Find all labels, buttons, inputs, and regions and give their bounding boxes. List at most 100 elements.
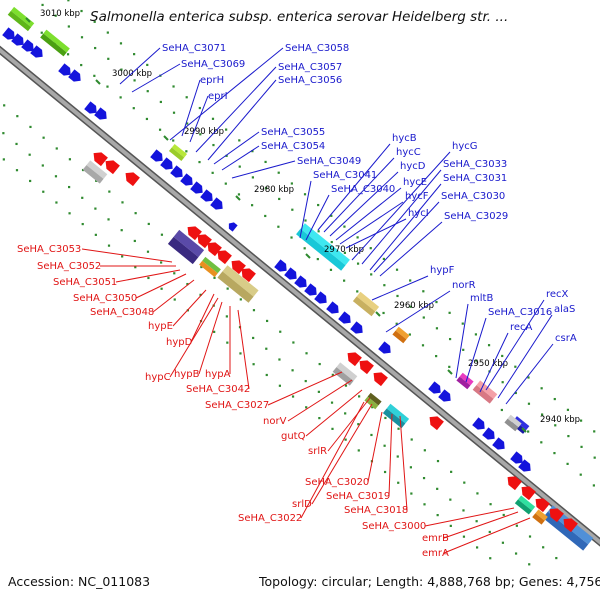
plus-gene-arrow (150, 149, 163, 162)
minus-gene-arrow (549, 508, 564, 523)
guide-dot (15, 169, 19, 172)
plus-gene-arrow (284, 267, 297, 280)
gene-box-top (507, 414, 522, 428)
guide-dot (278, 197, 281, 201)
gene-box-tan (217, 265, 259, 303)
guide-dot (489, 503, 492, 506)
minus-gene-leader (443, 517, 531, 554)
guide-dot (449, 498, 452, 501)
guide-dot (344, 438, 347, 441)
guide-dot (134, 266, 137, 269)
gene-box-top (367, 392, 382, 406)
guide-dot (225, 128, 228, 131)
plus-gene-leader (131, 63, 181, 93)
minus-gene-arrow (231, 260, 246, 275)
guide-dot (502, 513, 505, 517)
minus-gene-label: SeHA_C3018 (344, 505, 408, 516)
guide-dot (291, 369, 294, 372)
guide-dot (239, 298, 242, 301)
guide-dot (344, 412, 347, 415)
plus-gene-leader (339, 201, 404, 245)
guide-dot (317, 390, 320, 393)
minus-gene-label: norV (263, 416, 287, 427)
guide-dot (343, 251, 347, 254)
guide-dot (120, 229, 123, 232)
plus-gene-leader (485, 299, 545, 391)
guide-dot (476, 492, 479, 495)
plus-gene-label: SeHA_C3056 (278, 75, 342, 86)
gene-box-bottom (392, 330, 407, 344)
guide-dot (121, 255, 124, 258)
guide-dot (211, 117, 215, 120)
guide-dot (303, 247, 306, 250)
plus-gene-leader (195, 66, 277, 153)
guide-dot (186, 282, 189, 286)
gene-box-top (356, 291, 380, 312)
plus-gene-leader (371, 275, 429, 301)
guide-dot (396, 455, 399, 458)
guide-dot (580, 445, 583, 448)
plus-gene-label: recX (546, 289, 569, 300)
guide-dot (66, 53, 70, 56)
guide-dot (330, 240, 333, 244)
minus-gene-label: SeHA_C3020 (305, 477, 369, 488)
guide-dot (146, 90, 149, 93)
minus-gene-label: SeHA_C3000 (362, 521, 426, 532)
plus-gene-label: recA (510, 322, 533, 333)
guide-dot (147, 276, 150, 280)
guide-dot (422, 290, 425, 293)
guide-dot (304, 379, 307, 383)
gene-box-magenta (456, 372, 474, 390)
guide-dot (67, 0, 70, 2)
guide-dot (395, 268, 399, 271)
guide-dot (474, 333, 478, 336)
plus-gene-leader (455, 303, 469, 379)
minus-gene-leader (367, 411, 383, 483)
guide-dot (198, 106, 201, 110)
guide-dot (226, 287, 229, 290)
guide-dot (356, 290, 359, 293)
tick-mark (235, 195, 241, 201)
minus-gene-arrow (347, 352, 362, 367)
minus-gene-arrow (125, 172, 140, 187)
gene-box-bottom (456, 376, 471, 390)
guide-dot (119, 42, 123, 45)
gene-box-top (513, 416, 530, 431)
guide-dot (54, 175, 58, 178)
guide-dot (317, 203, 320, 207)
gene-box-bottom (504, 418, 519, 432)
minus-gene-label: emrA (422, 548, 449, 559)
guide-dot (146, 250, 150, 253)
plus-gene-label: SeHA_C3049 (297, 156, 361, 167)
genome-summary-text: Topology: circular; Length: 4,888,768 bp… (259, 574, 600, 589)
guide-dot (264, 160, 267, 164)
guide-dot (28, 153, 31, 156)
minus-gene-leader (300, 401, 365, 519)
plus-gene-label: SeHA_C3029 (444, 211, 508, 222)
gene-box-grey (504, 414, 522, 432)
guide-dot (277, 225, 280, 228)
tick-mark (521, 427, 527, 433)
gene-box-lime (168, 143, 188, 162)
guide-dot (462, 535, 466, 538)
minus-gene-arrow (93, 152, 108, 167)
minus-gene-leader (267, 371, 343, 406)
guide-dot (81, 196, 84, 199)
guide-dot (147, 222, 150, 226)
minus-gene-leader (399, 415, 408, 511)
guide-dot (252, 336, 255, 340)
plus-gene-label: hycC (396, 147, 421, 158)
guide-dot (421, 344, 425, 347)
minus-gene-leader (190, 293, 215, 343)
minus-gene-leader (287, 379, 353, 422)
minus-gene-label: SeHA_C3027 (205, 400, 269, 411)
plus-gene-arrow (472, 417, 485, 430)
guide-dot (278, 358, 281, 361)
guide-dot (173, 298, 176, 301)
guide-dot (198, 160, 201, 164)
guide-dot (290, 236, 293, 239)
gene-box-pink (472, 380, 498, 404)
guide-dot (2, 158, 5, 161)
guide-dot (579, 419, 583, 422)
